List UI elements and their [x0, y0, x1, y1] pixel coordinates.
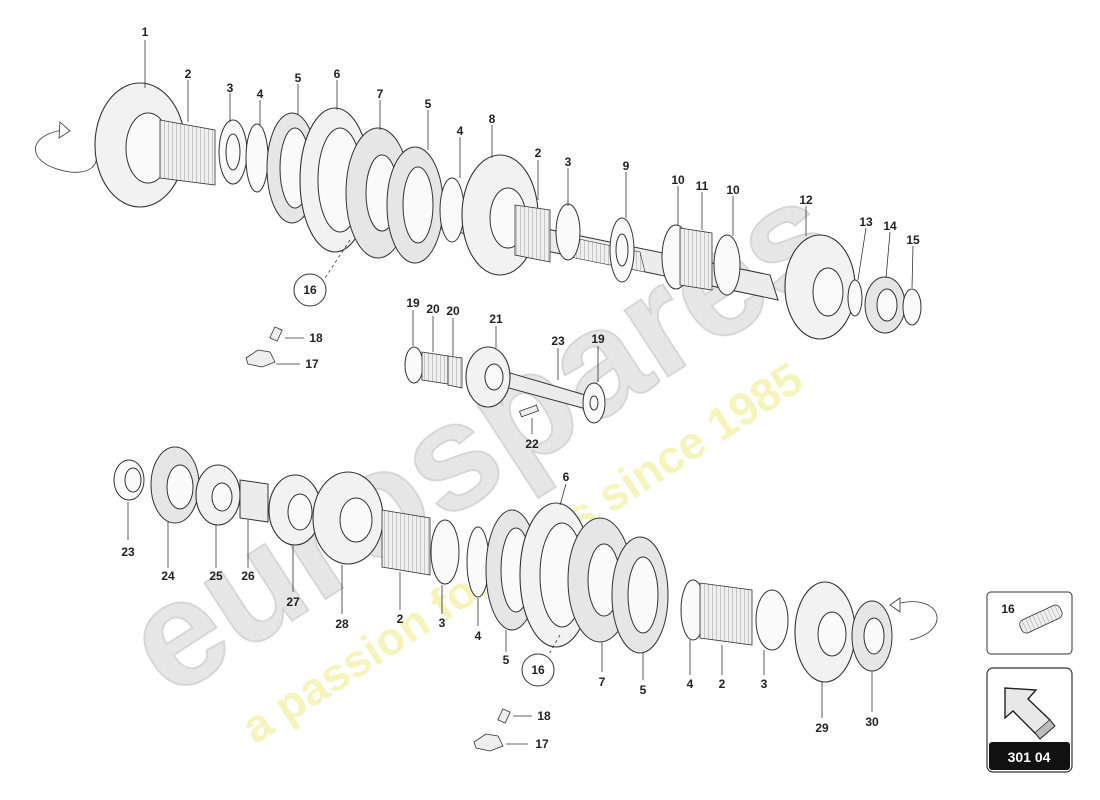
callout-18: 18	[309, 331, 323, 345]
callout-6: 6	[334, 67, 341, 81]
callout-29: 29	[815, 721, 829, 735]
callout-1: 1	[142, 25, 149, 39]
callout-16: 16	[303, 283, 317, 297]
callout-9: 9	[623, 159, 630, 173]
callout-5: 5	[503, 653, 510, 667]
callout-23: 23	[121, 545, 135, 559]
callout-5: 5	[295, 71, 302, 85]
callout-3: 3	[565, 155, 572, 169]
rotation-arrow-icon	[35, 129, 97, 173]
callout-4: 4	[687, 677, 694, 691]
rotation-arrow-icon	[892, 601, 938, 641]
callout-19: 19	[591, 332, 605, 346]
callout-13: 13	[859, 215, 873, 229]
callout-26: 26	[241, 569, 255, 583]
callout-11: 11	[696, 179, 709, 193]
callout-4: 4	[457, 124, 464, 138]
callout-8: 8	[489, 112, 496, 126]
callout-30: 30	[865, 715, 879, 729]
reference-box: 301 04	[986, 667, 1073, 773]
callout-20: 20	[426, 302, 440, 316]
callout-21: 21	[489, 312, 503, 326]
callout-24: 24	[161, 569, 175, 583]
reference-code: 301 04	[1008, 749, 1051, 765]
callout-17: 17	[305, 357, 319, 371]
idler-assembly: 19 20 20 21 23 19 22	[404, 296, 606, 451]
top-shaft-assembly: 1 2 3 4 5 6 7 5 4 8 2 3 9 10 11 10 12 13…	[35, 25, 922, 371]
callout-3: 3	[439, 616, 446, 630]
callout-5: 5	[425, 97, 432, 111]
bottom-shaft-assembly: 23 24 25 26 27 28 2 3 4 5 6 7 5 4 2 3 29…	[113, 446, 938, 752]
legend-part-number: 16	[1001, 602, 1015, 616]
callout-2: 2	[185, 67, 192, 81]
callout-6: 6	[563, 470, 570, 484]
callout-10: 10	[726, 183, 740, 197]
legend-box: 16	[986, 591, 1073, 655]
callout-23: 23	[551, 334, 565, 348]
callout-18: 18	[537, 709, 551, 723]
callout-3: 3	[761, 677, 768, 691]
callout-2: 2	[719, 677, 726, 691]
callout-circle-16-top	[293, 273, 327, 307]
callout-15: 15	[906, 233, 920, 247]
callout-7: 7	[599, 675, 606, 689]
callout-10: 10	[671, 173, 685, 187]
spring-icon	[1019, 604, 1063, 634]
callout-20: 20	[446, 304, 460, 318]
callout-5: 5	[640, 683, 647, 697]
callout-22: 22	[525, 437, 539, 451]
callout-7: 7	[377, 87, 384, 101]
callout-27: 27	[286, 595, 300, 609]
callout-2: 2	[535, 146, 542, 160]
callout-3: 3	[227, 81, 234, 95]
arrow-icon	[1004, 687, 1056, 740]
callout-25: 25	[209, 569, 223, 583]
callout-17: 17	[535, 737, 549, 751]
callout-28: 28	[335, 617, 349, 631]
callout-19: 19	[406, 296, 420, 310]
callout-16: 16	[531, 663, 545, 677]
callout-12: 12	[799, 193, 813, 207]
callout-2: 2	[397, 612, 404, 626]
callout-14: 14	[883, 219, 897, 233]
callout-4: 4	[475, 629, 482, 643]
callout-4: 4	[257, 87, 264, 101]
callout-circle-16-bottom	[521, 653, 555, 687]
